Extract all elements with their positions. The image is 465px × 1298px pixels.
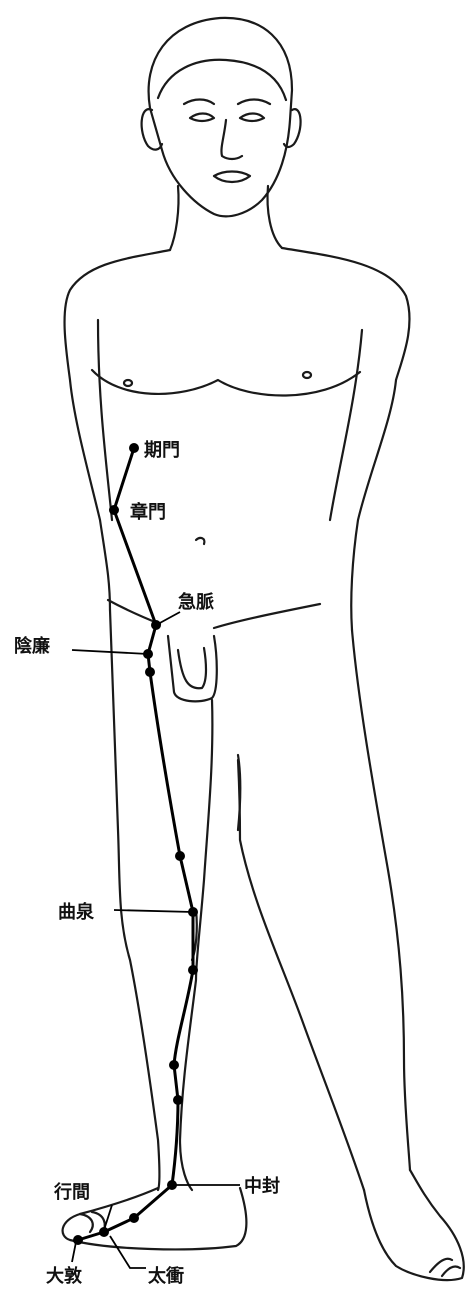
label-yinlian: 陰廉 (14, 635, 50, 657)
leader-dadun (72, 1242, 76, 1262)
genital-inner (178, 648, 206, 688)
right-leg-inner (238, 760, 364, 1190)
neck-left (170, 186, 179, 250)
label-ququan: 曲泉 (58, 901, 95, 923)
point-dot-extra5 (173, 1095, 183, 1105)
right-nipple (303, 372, 311, 378)
label-zhongfeng: 中封 (244, 1175, 280, 1197)
left-nipple (124, 380, 132, 386)
nose (221, 120, 242, 159)
leader-ququan (114, 910, 193, 912)
right-arm-inner (330, 330, 362, 520)
point-dot-extra3 (188, 965, 198, 975)
neck-right (268, 186, 282, 248)
point-dot-qimen (129, 443, 139, 453)
point-dot-extra4 (169, 1060, 179, 1070)
torso-left (65, 250, 170, 610)
liver-meridian-line (78, 448, 193, 1240)
point-dot-taichong (129, 1213, 139, 1223)
right-leg-outer (352, 630, 410, 1170)
hairline (158, 60, 286, 100)
label-jimai: 急脈 (178, 591, 214, 613)
leader-jimai (158, 612, 180, 624)
point-dot-zhangmen (109, 505, 119, 515)
label-qimen: 期門 (144, 440, 180, 461)
right-brow (238, 100, 270, 105)
head-outline (149, 18, 292, 216)
leader-yinlian (72, 650, 148, 654)
genital-outline (168, 636, 217, 701)
left-eye (190, 114, 214, 122)
right-toes (430, 1259, 460, 1276)
leader-taichong (110, 1236, 146, 1268)
label-taichong: 太衝 (148, 1265, 184, 1287)
label-dadun: 大敦 (46, 1265, 83, 1287)
leader-xingjian (104, 1205, 112, 1230)
right-eye (240, 114, 264, 122)
point-dot-jimai (151, 620, 161, 630)
point-dot-dadun (73, 1235, 83, 1245)
point-dot-extra2 (175, 851, 185, 861)
left-arm-inner (98, 320, 112, 520)
point-dot-extra1 (145, 667, 155, 677)
groin-line (108, 600, 320, 628)
navel (196, 538, 204, 544)
mouth (214, 172, 250, 183)
label-xingjian: 行間 (53, 1181, 90, 1203)
body-outline (63, 18, 464, 1280)
left-brow (184, 100, 214, 105)
label-zhangmen: 章門 (130, 501, 166, 523)
right-foot (364, 1170, 464, 1280)
